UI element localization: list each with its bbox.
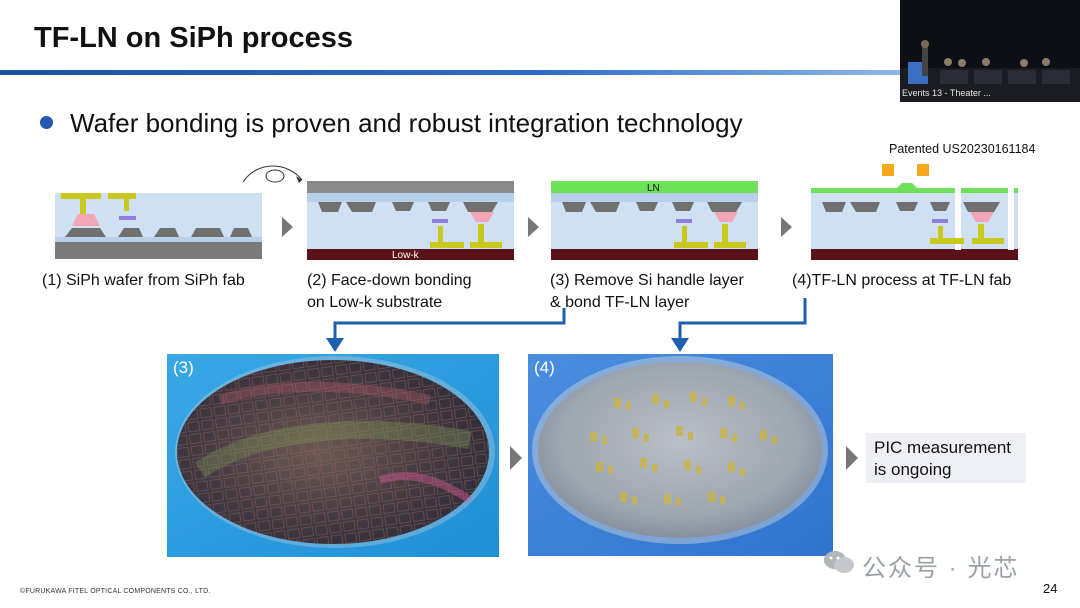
pic-measurement-note: PIC measurement is ongoing <box>866 433 1026 483</box>
step4-caption: (4)TF-LN process at TF-LN fab <box>792 272 1012 289</box>
video-thumbnail[interactable] <box>900 0 1080 102</box>
step3-caption: (3) Remove Si handle layer & bond TF-LN … <box>550 272 744 311</box>
wechat-icon <box>824 551 854 573</box>
page-number: 24 <box>1043 581 1058 596</box>
video-label: Events 13 - Theater ... <box>902 88 991 98</box>
step2-caption: (2) Face-down bonding on Low-k substrate <box>307 272 472 311</box>
flip-circle-icon <box>265 169 285 183</box>
step1-cross-section <box>55 193 262 259</box>
connector-arrow <box>678 298 807 340</box>
ln-label: LN <box>647 183 660 194</box>
step-arrow-icon <box>846 446 858 470</box>
photo-label-4: (4) <box>534 358 555 377</box>
flip-arrow <box>242 165 303 183</box>
patent-note: Patented US20230161184 <box>889 142 1036 156</box>
step-arrow-icon <box>528 217 539 237</box>
title-underline <box>0 70 900 75</box>
step2-cross-section <box>307 181 514 260</box>
lowk-label: Low-k <box>392 250 420 261</box>
bullet-text: Wafer bonding is proven and robust integ… <box>70 108 743 138</box>
photo-label-3: (3) <box>173 358 194 377</box>
flip-arrow-head <box>296 176 302 183</box>
step1-caption: (1) SiPh wafer from SiPh fab <box>42 272 245 289</box>
bullet-icon <box>40 116 53 129</box>
watermark-text: 公众号 · 光芯 <box>862 555 1020 582</box>
step-arrow-icon <box>781 217 792 237</box>
copyright-footer: ©FURUKAWA FITEL OPTICAL COMPONENTS CO., … <box>20 588 211 595</box>
step4-cross-section <box>811 164 1018 260</box>
connector-arrow-head <box>671 338 689 352</box>
connector-arrow-head <box>326 338 344 352</box>
step-arrow-icon <box>510 446 522 470</box>
slide-title: TF-LN on SiPh process <box>34 22 354 54</box>
step3-cross-section <box>551 181 758 260</box>
connector-arrow <box>333 308 566 340</box>
step-arrow-icon <box>282 217 293 237</box>
video-scene <box>900 0 1080 102</box>
